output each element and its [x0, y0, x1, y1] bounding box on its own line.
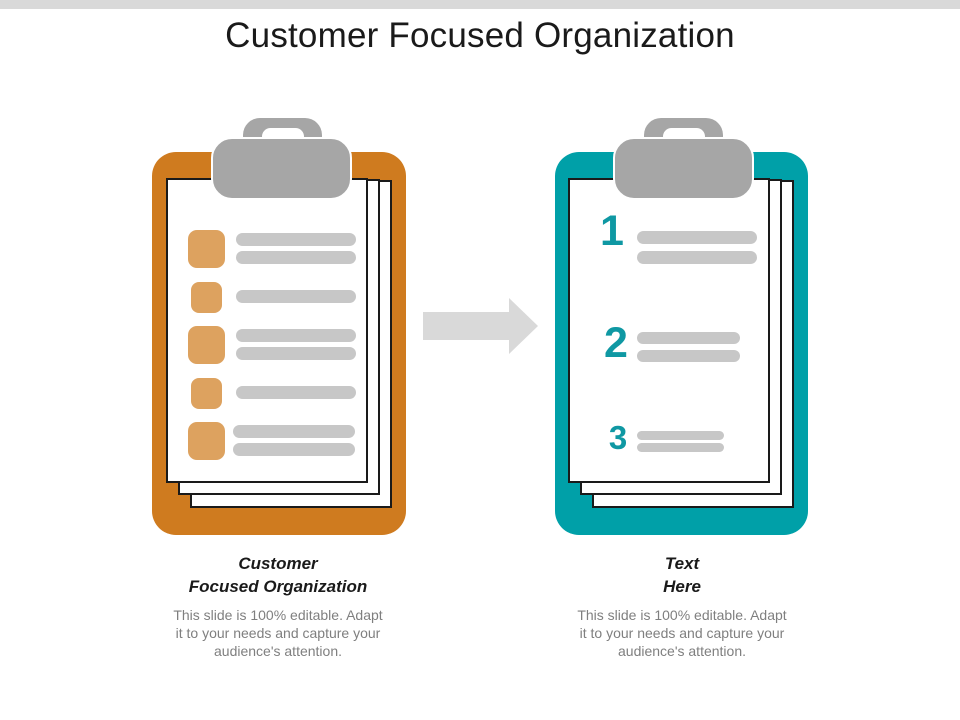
left-caption-title: Customer Focused Organization: [148, 552, 408, 598]
right-caption-body-line: it to your needs and capture your: [579, 625, 785, 641]
left-clipboard: [152, 118, 406, 535]
text-line: [236, 290, 356, 303]
text-line: [236, 233, 356, 246]
right-clip-icon: [613, 118, 754, 200]
right-caption-title-line: Text: [664, 554, 700, 573]
bullet-square: [188, 422, 225, 460]
text-line: [233, 443, 355, 456]
bullet-square: [188, 230, 225, 268]
step-number-1: 1: [600, 207, 624, 255]
right-caption-body-line: This slide is 100% editable. Adapt: [577, 607, 787, 623]
right-arrow-icon: [423, 298, 538, 354]
right-numbered-list: 1 2 3: [600, 207, 757, 456]
step-number-2: 2: [604, 319, 628, 367]
text-line: [637, 350, 740, 362]
right-caption-title: Text Here: [552, 552, 812, 598]
right-caption-body-line: audience's attention.: [618, 643, 746, 659]
left-caption-title-line: Customer: [238, 554, 318, 573]
text-line: [233, 425, 355, 438]
left-caption-title-line: Focused Organization: [188, 577, 368, 596]
left-caption-body-line: it to your needs and capture your: [175, 625, 381, 641]
top-decorative-bar: [0, 0, 960, 9]
text-line: [236, 329, 356, 342]
text-line: [637, 443, 724, 452]
left-checklist: [188, 230, 356, 460]
text-line: [236, 386, 356, 399]
right-caption-title-line: Here: [663, 577, 701, 596]
right-clipboard: 1 2 3: [555, 118, 808, 535]
step-number-3: 3: [609, 419, 627, 456]
text-line: [637, 332, 740, 344]
left-caption-body: This slide is 100% editable. Adapt it to…: [148, 606, 408, 660]
page-title: Customer Focused Organization: [225, 16, 735, 55]
text-line: [236, 347, 356, 360]
left-caption-body-line: This slide is 100% editable. Adapt: [173, 607, 383, 623]
bullet-square: [191, 378, 222, 409]
left-caption-body-line: audience's attention.: [214, 643, 342, 659]
text-line: [236, 251, 356, 264]
bullet-square: [188, 326, 225, 364]
text-line: [637, 231, 757, 244]
right-caption: Text Here This slide is 100% editable. A…: [552, 552, 812, 660]
right-caption-body: This slide is 100% editable. Adapt it to…: [552, 606, 812, 660]
text-line: [637, 431, 724, 440]
left-caption: Customer Focused Organization This slide…: [148, 552, 408, 660]
bullet-square: [191, 282, 222, 313]
text-line: [637, 251, 757, 264]
left-clip-icon: [211, 118, 352, 200]
